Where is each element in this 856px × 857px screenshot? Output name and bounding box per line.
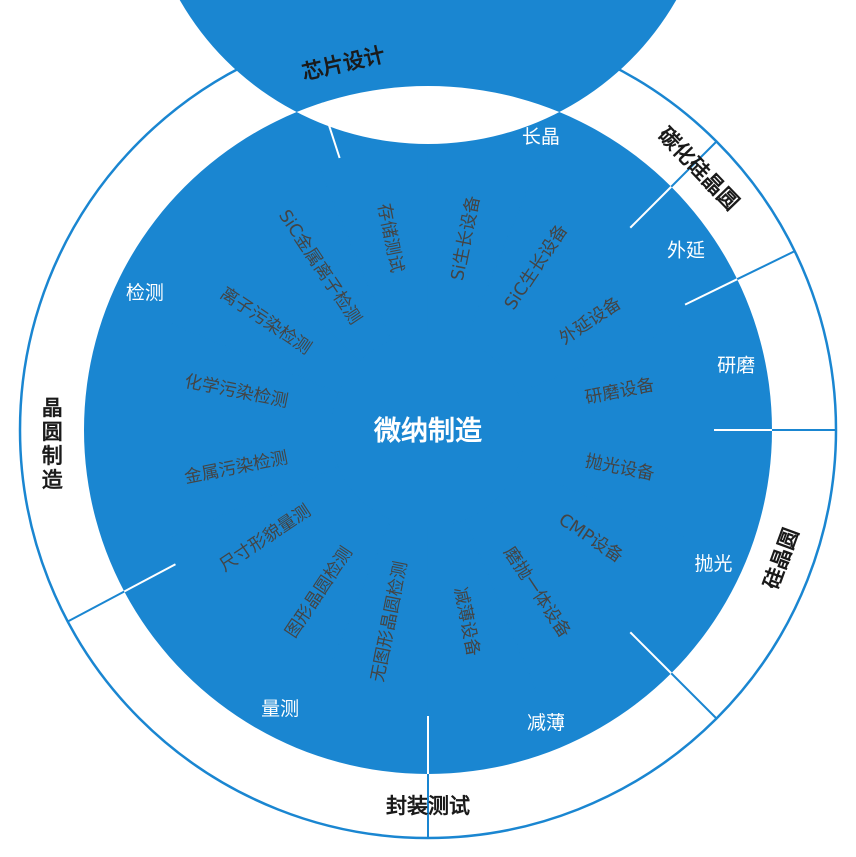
stage-label-si-wafer: 硅晶圆 xyxy=(759,525,803,592)
stage-label-char: 圆 xyxy=(42,420,63,444)
stage-divider xyxy=(736,250,796,281)
ring-label-polishing: 抛光 xyxy=(694,553,732,575)
center-label: 微纳制造 xyxy=(373,415,482,447)
sector-divider xyxy=(496,227,631,362)
sector-divider xyxy=(464,165,539,341)
stage-divider xyxy=(670,672,718,720)
sector-divider xyxy=(163,466,339,541)
stage-label-char: 造 xyxy=(42,468,64,492)
sector-divider xyxy=(496,498,631,633)
sector-divider xyxy=(517,466,693,541)
sector-divider xyxy=(225,498,360,633)
stage-divider xyxy=(670,140,718,188)
stage-label-packaging-test: 封装测试 xyxy=(386,794,470,818)
sector-divider xyxy=(317,165,392,341)
ring-label-inspection: 检测 xyxy=(126,282,164,304)
ring-label-growth: 长晶 xyxy=(522,126,560,148)
ring-divider xyxy=(629,631,672,674)
ring-label-epitaxy: 外延 xyxy=(667,239,705,261)
stage-label-char: 制 xyxy=(42,444,63,468)
stage-divider xyxy=(67,590,125,623)
sector-divider xyxy=(317,519,392,695)
ring-label-testing: 测试 xyxy=(360,109,398,131)
ring-label-metrology: 量测 xyxy=(261,698,299,720)
ring-divider xyxy=(629,186,672,229)
ring-divider xyxy=(123,563,176,593)
ring-divider xyxy=(320,102,341,159)
sector-divider xyxy=(225,227,360,362)
center-hub xyxy=(331,333,525,527)
ring-label-grinding: 研磨 xyxy=(717,355,755,377)
sector-divider xyxy=(163,319,339,394)
sector-divider xyxy=(464,519,539,695)
ring-divider xyxy=(684,278,738,306)
ring-label-thinning: 减薄 xyxy=(527,712,565,734)
sector-divider xyxy=(517,319,693,394)
stage-label-char: 晶 xyxy=(42,396,63,420)
